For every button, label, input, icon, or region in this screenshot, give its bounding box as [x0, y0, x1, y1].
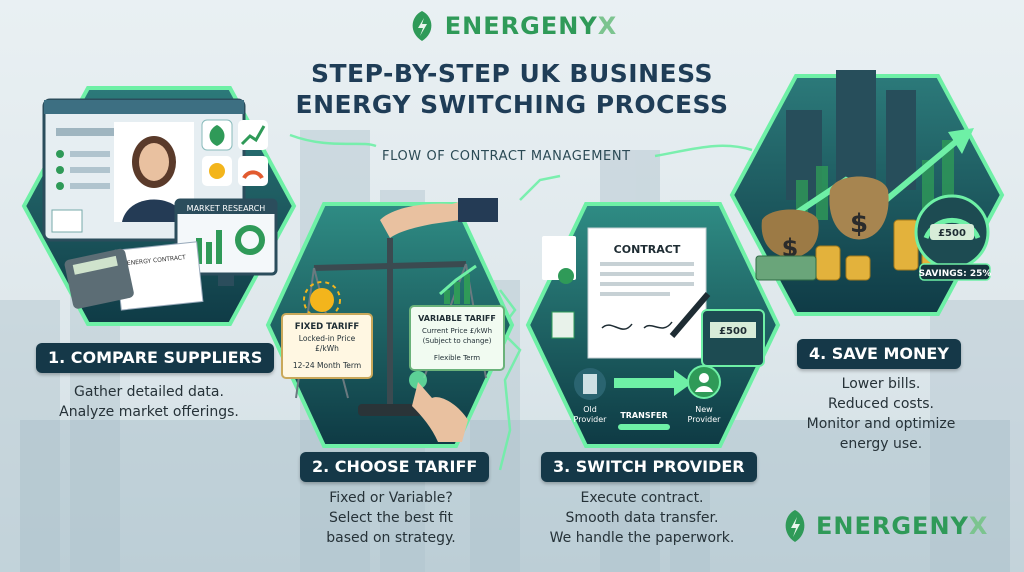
person-icon: [687, 365, 721, 399]
gauge-value: £500: [938, 228, 966, 239]
step-2-label: 2. CHOOSE TARIFF: [300, 452, 490, 482]
step-3-label: 3. SWITCH PROVIDER: [541, 452, 757, 482]
brand-wordmark-footer: ENERGENYX: [816, 512, 989, 540]
sun-icon: [202, 156, 232, 186]
money-bag-icon: $: [761, 209, 819, 262]
savings-badge: SAVINGS: 25%: [919, 269, 992, 279]
step-4-description: Lower bills. Reduced costs. Monitor and …: [806, 376, 956, 452]
building-icon: [574, 368, 606, 400]
savings-gauge-icon: £500: [914, 194, 990, 270]
step-4-label: 4. SAVE MONEY: [797, 339, 961, 369]
sun-icon: [303, 281, 341, 319]
new-provider-line1: New: [695, 405, 713, 414]
fixed-tariff-line3: 12-24 Month Term: [293, 361, 361, 370]
growth-chart-icon: [439, 264, 477, 304]
step-1-description: Gather detailed data. Analyze market off…: [59, 384, 239, 420]
brand-wordmark: ENERGENYX: [444, 12, 618, 40]
document-icon: [542, 236, 576, 284]
variable-tariff-line3: Flexible Term: [434, 354, 480, 362]
variable-tariff-line1: Current Price £/kWh: [422, 327, 492, 335]
new-provider-line2: Provider: [688, 415, 722, 424]
old-provider-line2: Provider: [574, 415, 608, 424]
svg-text:$: $: [782, 234, 799, 262]
title-line-1: STEP-BY-STEP UK BUSINESS: [311, 59, 713, 88]
pointing-hand-icon: [409, 371, 468, 442]
step-3-illustration: CONTRACT £500 Old Provider TRANSFER New …: [525, 202, 781, 448]
contract-icon: CONTRACT: [587, 227, 707, 359]
bar-chart-icon: [238, 120, 268, 150]
brand-footer: ENERGENYX: [780, 504, 1010, 548]
step-2-illustration: FIXED TARIFF Locked-in Price £/kWh 12-24…: [265, 198, 515, 448]
hand-icon: [380, 198, 498, 238]
page-title: STEP-BY-STEP UK BUSINESS ENERGY SWITCHIN…: [262, 58, 762, 120]
variable-tariff-line2: (Subject to change): [423, 337, 492, 345]
step-3-description: Execute contract. Smooth data transfer. …: [549, 490, 735, 546]
step-2-description: Fixed or Variable? Select the best fit b…: [326, 490, 456, 546]
cash-bundle-icon: [755, 255, 817, 281]
title-line-2: ENERGY SWITCHING PROCESS: [295, 90, 729, 119]
contract-heading: CONTRACT: [614, 243, 681, 256]
gauge-icon: [238, 156, 268, 186]
flow-label: FLOW OF CONTRACT MANAGEMENT: [382, 149, 631, 164]
coin-stack-icon: [815, 209, 947, 281]
leaf-icon: [201, 119, 233, 151]
fixed-tariff-title: FIXED TARIFF: [295, 322, 360, 332]
pen-icon: [669, 292, 711, 338]
calculator-icon: [64, 248, 134, 309]
fixed-tariff-line2: £/kWh: [315, 344, 339, 353]
old-provider-line1: Old: [583, 405, 597, 414]
transfer-label: TRANSFER: [620, 411, 667, 420]
monitor-heading: MARKET RESEARCH: [187, 204, 266, 213]
meter-value: £500: [719, 326, 747, 337]
arrow-right-icon: [614, 370, 692, 396]
meter-icon: £500: [701, 309, 765, 367]
brand-header: ENERGENYX: [0, 6, 1024, 46]
step-1-label: 1. COMPARE SUPPLIERS: [36, 343, 275, 373]
svg-text:$: $: [850, 209, 868, 239]
fixed-tariff-line1: Locked-in Price: [299, 334, 356, 343]
leaf-logo-icon: [785, 510, 805, 542]
step-1-illustration: MARKET RESEARCH ENERGY CONTRACT: [21, 86, 297, 326]
variable-tariff-title: VARIABLE TARIFF: [418, 314, 496, 323]
step-4-illustration: $ $ £500 SAVINGS: 25%: [729, 70, 1005, 316]
leaf-logo-icon: [412, 11, 432, 41]
